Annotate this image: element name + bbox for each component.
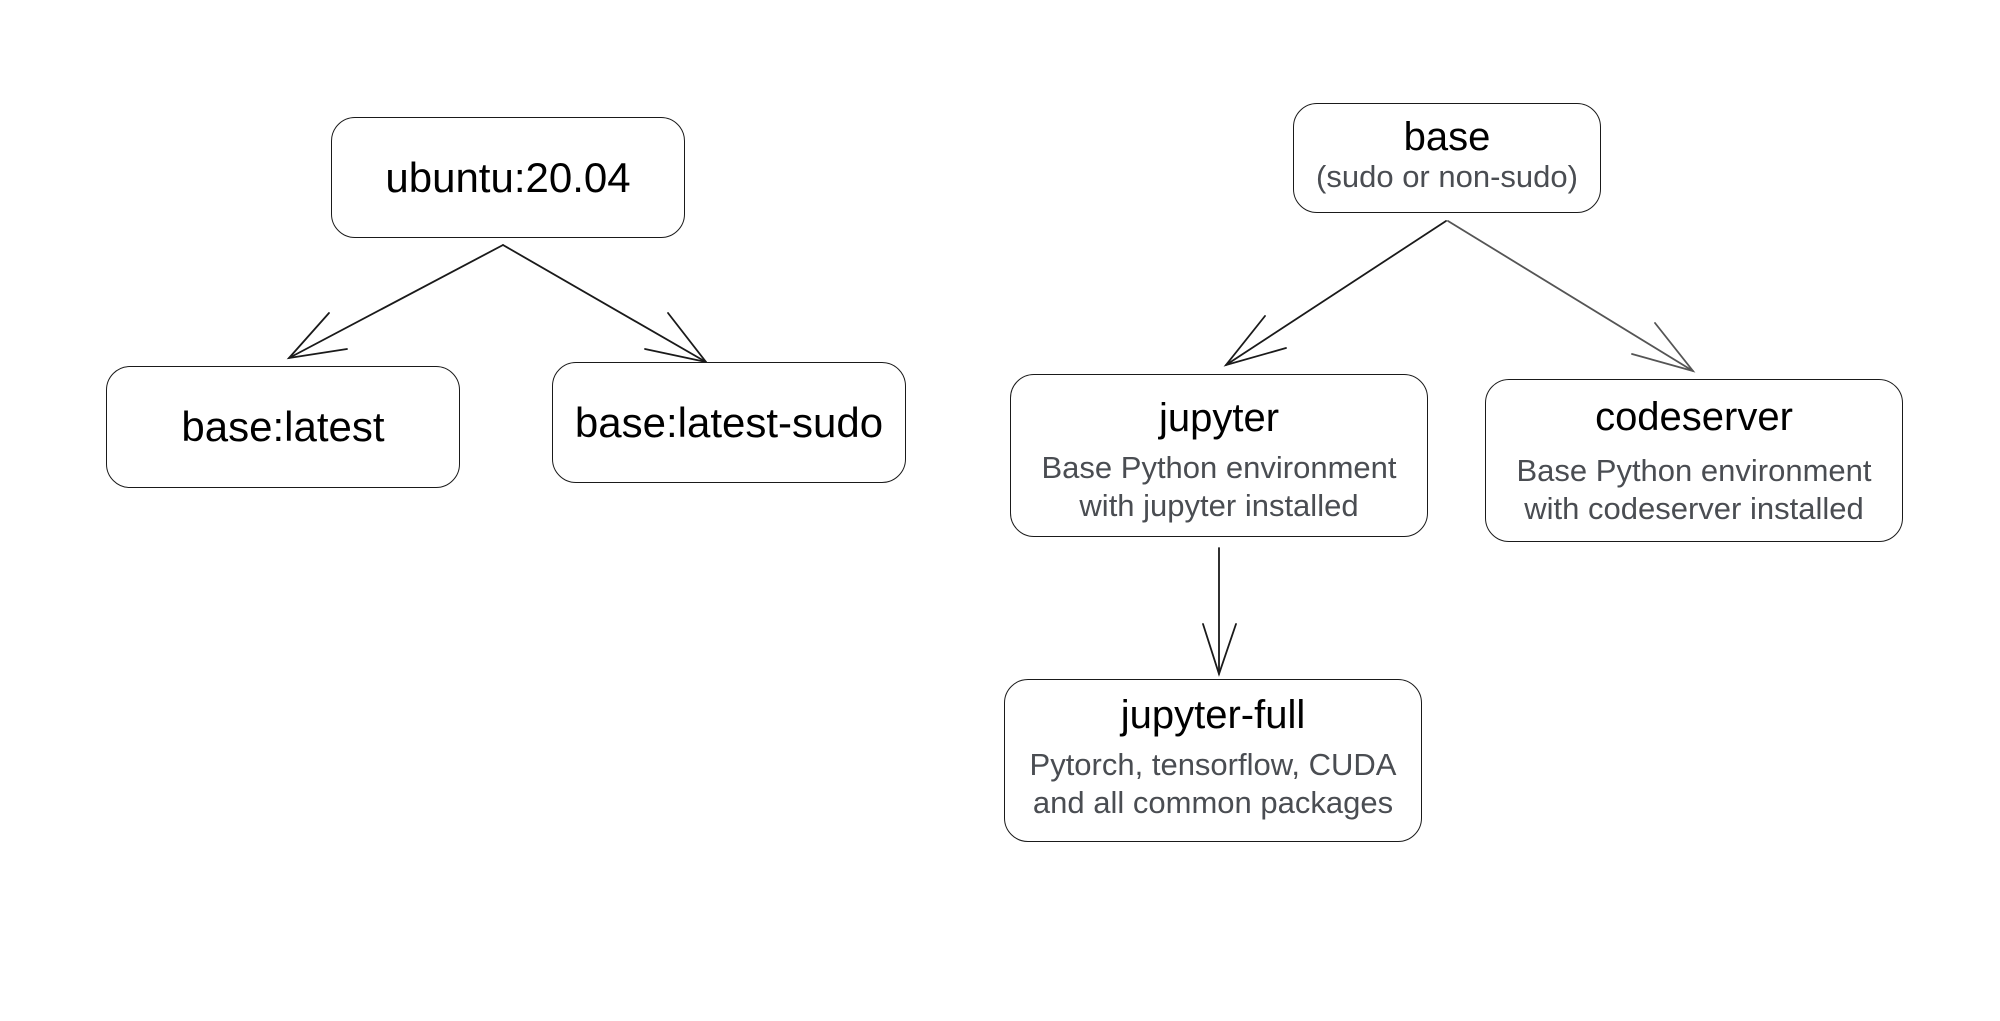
- node-description-line: Base Python environment: [1516, 453, 1872, 488]
- node-description-line: with jupyter installed: [1079, 488, 1359, 523]
- node-jupyter: jupyter Base Python environment with jup…: [1010, 374, 1428, 537]
- node-title: ubuntu:20.04: [385, 153, 631, 201]
- node-title: base: [1403, 115, 1491, 159]
- node-subtitle: (sudo or non-sudo): [1316, 159, 1578, 194]
- node-title: codeserver: [1595, 395, 1793, 439]
- node-description-line: and all common packages: [1032, 785, 1394, 820]
- node-base-latest-sudo: base:latest-sudo: [552, 362, 906, 483]
- edge-jupyter-to-jupyter-full: [1202, 547, 1237, 677]
- node-description-line: with codeserver installed: [1524, 491, 1864, 526]
- node-title: base:latest-sudo: [574, 398, 884, 446]
- node-description-line: Base Python environment: [1041, 450, 1397, 485]
- node-ubuntu-20-04: ubuntu:20.04: [331, 117, 685, 238]
- node-description-line: Pytorch, tensorflow, CUDA: [1029, 747, 1397, 782]
- node-title: jupyter-full: [1120, 693, 1306, 737]
- edge-base-to-codeserver: [1447, 220, 1696, 373]
- edge-ubuntu-to-base-latest-sudo: [502, 244, 709, 364]
- node-title: base:latest: [181, 403, 385, 450]
- node-base-latest: base:latest: [106, 366, 460, 488]
- node-title: jupyter: [1158, 396, 1280, 440]
- node-base: base (sudo or non-sudo): [1293, 103, 1601, 213]
- edge-ubuntu-to-base-latest: [286, 244, 504, 360]
- node-jupyter-full: jupyter-full Pytorch, tensorflow, CUDA a…: [1004, 679, 1422, 842]
- node-codeserver: codeserver Base Python environment with …: [1485, 379, 1903, 542]
- edge-base-to-jupyter: [1223, 220, 1447, 367]
